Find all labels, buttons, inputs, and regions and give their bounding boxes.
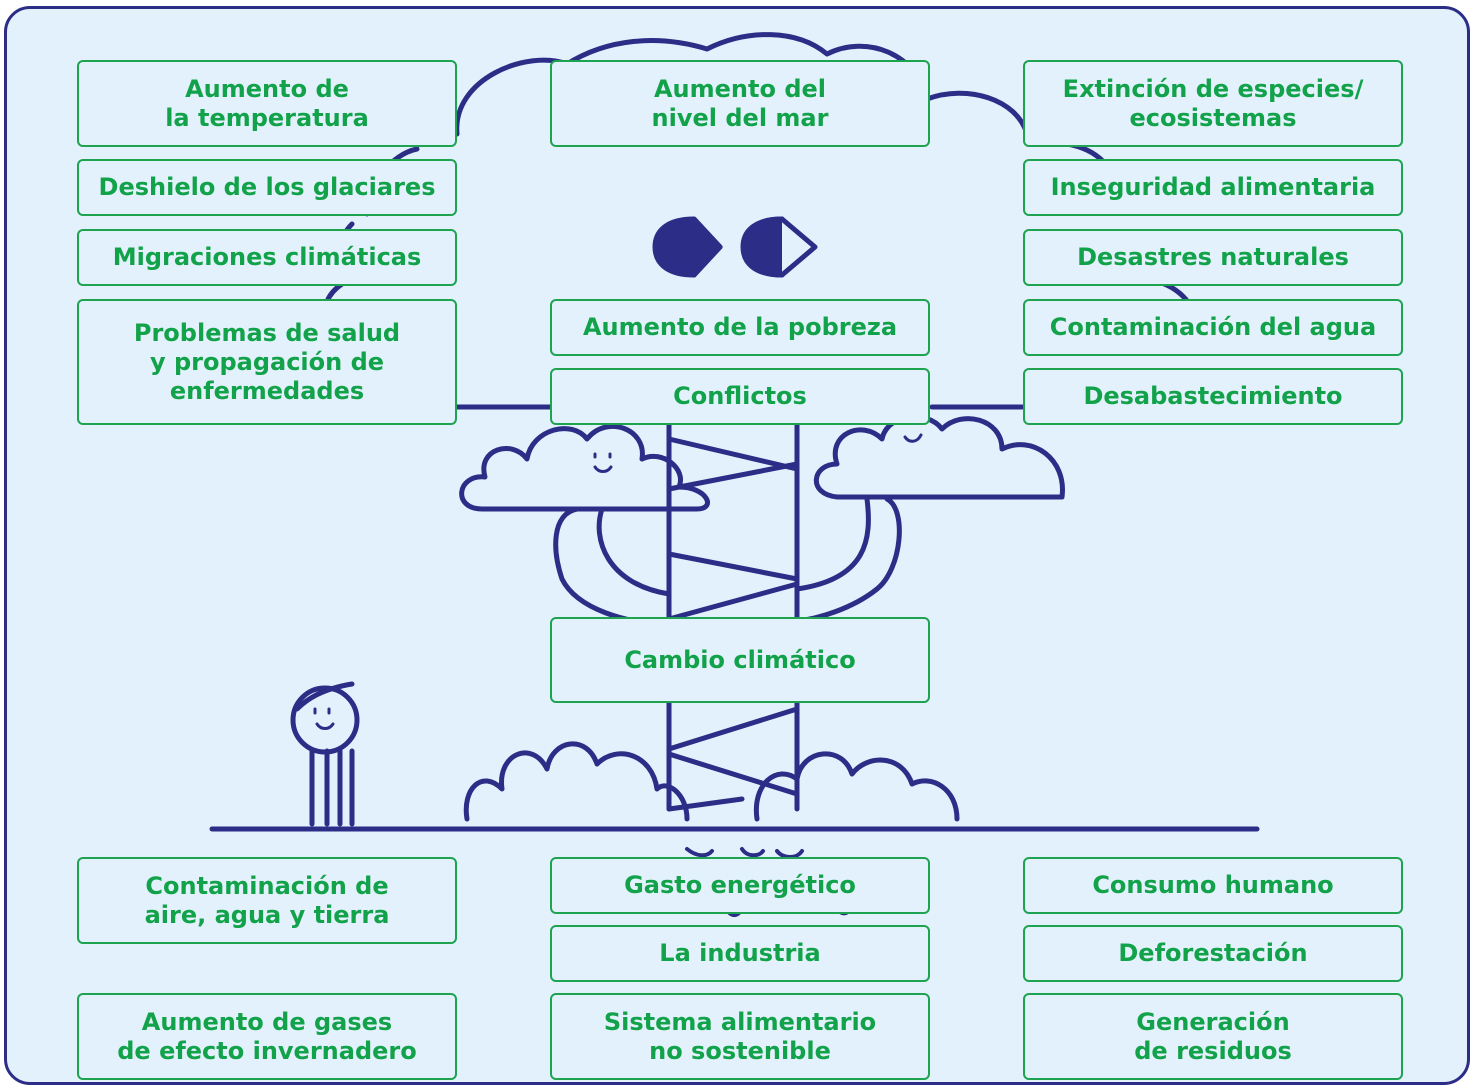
effect-extincion: Extinción de especies/ ecosistemas [1023, 60, 1403, 147]
trunk-bands [666, 436, 800, 812]
effect-temperatura: Aumento de la temperatura [77, 60, 457, 147]
effect-contaminacion-agua: Contaminación del agua [1023, 299, 1403, 356]
center-cambio-climatico: Cambio climático [550, 617, 930, 703]
branch-arm-left [553, 506, 672, 627]
cloud-left-face [593, 452, 613, 473]
effect-conflictos: Conflictos [550, 368, 930, 425]
bush-right [753, 751, 960, 822]
effect-desabastecimiento: Desabastecimiento [1023, 368, 1403, 425]
trunk [666, 421, 800, 812]
cloud-right-face [903, 433, 923, 443]
cloud-left [459, 423, 710, 512]
cause-sistema: Sistema alimentario no sostenible [550, 993, 930, 1080]
effect-salud: Problemas de salud y propagación de enfe… [77, 299, 457, 425]
effect-inseguridad: Inseguridad alimentaria [1023, 159, 1403, 216]
tree-illustration [209, 32, 1260, 918]
effect-glaciares: Deshielo de los glaciares [77, 159, 457, 216]
cause-residuos: Generación de residuos [1023, 993, 1403, 1080]
cause-deforestacion: Deforestación [1023, 925, 1403, 982]
diagram-frame: Aumento de la temperatura Aumento del ni… [4, 6, 1470, 1085]
effect-migraciones: Migraciones climáticas [77, 229, 457, 286]
person-icon [290, 681, 360, 827]
cause-gases: Aumento de gases de efecto invernadero [77, 993, 457, 1080]
bush-left [463, 741, 690, 822]
cause-consumo: Consumo humano [1023, 857, 1403, 914]
branch-arm-right [794, 496, 902, 624]
effect-nivel-mar: Aumento del nivel del mar [550, 60, 930, 147]
cause-contaminacion: Contaminación de aire, agua y tierra [77, 857, 457, 944]
effect-pobreza: Aumento de la pobreza [550, 299, 930, 356]
cloud-right [813, 414, 1065, 500]
eyes-icon [652, 216, 818, 278]
effect-desastres: Desastres naturales [1023, 229, 1403, 286]
cause-industria: La industria [550, 925, 930, 982]
cause-gasto: Gasto energético [550, 857, 930, 914]
